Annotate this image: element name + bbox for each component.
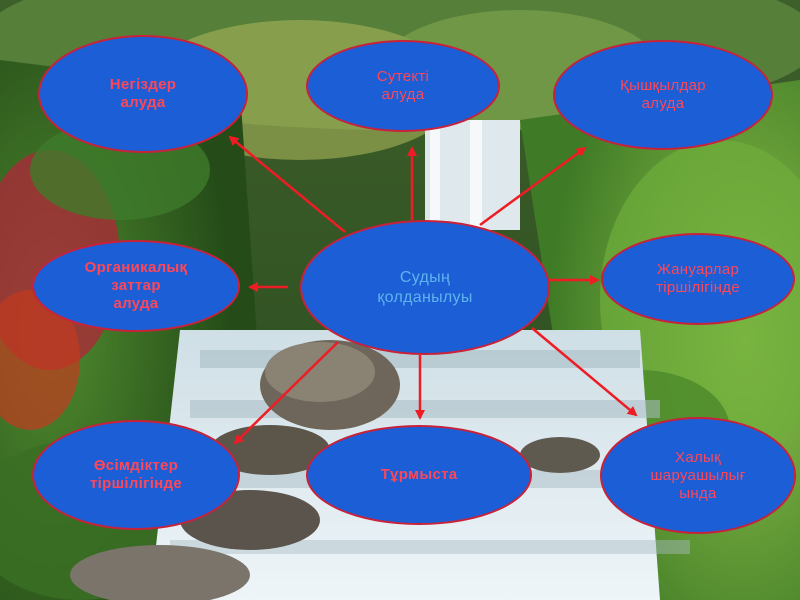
node-economy: Халық шаруашылығ ында (600, 417, 796, 534)
center-node-label: Судың қолданылуы (377, 268, 472, 308)
node-household: Тұрмыста (306, 425, 532, 525)
node-household-label: Тұрмыста (381, 466, 458, 484)
node-organic-label: Органикалық заттар алуда (85, 259, 188, 313)
node-animals: Жануарлар тіршілігінде (601, 233, 795, 325)
node-organic: Органикалық заттар алуда (32, 240, 240, 332)
node-economy-label: Халық шаруашылығ ында (650, 449, 745, 503)
node-animals-label: Жануарлар тіршілігінде (656, 261, 740, 297)
node-bases: Негіздер алуда (38, 35, 248, 153)
node-plants-label: Өсімдіктер тіршілігінде (90, 457, 182, 493)
node-acids: Қышқылдар алуда (553, 40, 773, 150)
node-hydrogen-label: Сутекті алуда (377, 68, 429, 104)
node-bases-label: Негіздер алуда (110, 76, 176, 112)
node-plants: Өсімдіктер тіршілігінде (32, 420, 240, 530)
node-hydrogen: Сутекті алуда (306, 40, 500, 132)
node-acids-label: Қышқылдар алуда (620, 77, 706, 113)
center-node: Судың қолданылуы (300, 220, 550, 355)
